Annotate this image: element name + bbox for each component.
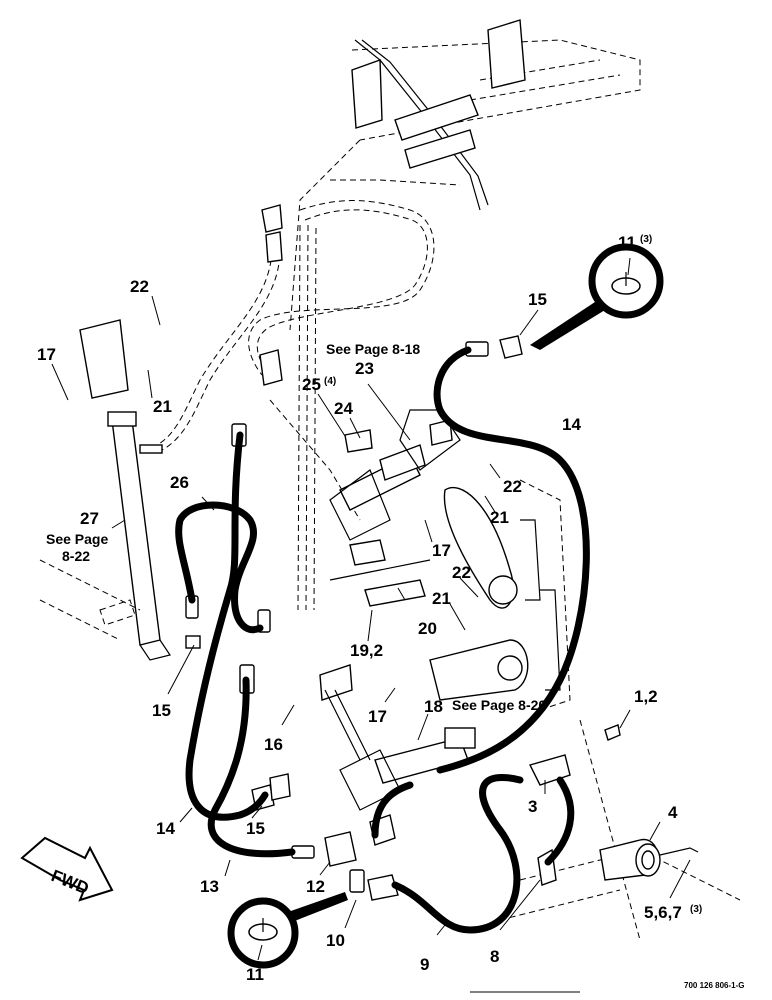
callout-16: 16 xyxy=(264,735,283,754)
callout-21-left: 21 xyxy=(153,397,172,416)
callout-5-6-7: 5,6,7 xyxy=(644,903,682,922)
forward-direction-arrow: FWD xyxy=(20,836,114,902)
callout-10: 10 xyxy=(326,931,345,950)
callout-4: 4 xyxy=(668,803,678,822)
callout-20: 20 xyxy=(418,619,437,638)
dashed-hose-lines xyxy=(149,179,461,611)
hose-14-left xyxy=(185,431,269,821)
callout-1-2: 1,2 xyxy=(634,687,658,706)
leader-lines xyxy=(51,257,691,961)
callout-18: 18 xyxy=(424,697,443,716)
ref-see-page-8-20: See Page 8-20 xyxy=(452,697,546,713)
callout-12: 12 xyxy=(306,877,325,896)
left-cylinder xyxy=(79,319,171,661)
callout-15-top: 15 xyxy=(528,290,547,309)
ref-see-page-8-22-line2: 8-22 xyxy=(62,548,90,564)
reference-planes xyxy=(39,479,741,941)
callout-22-mid: 22 xyxy=(503,477,522,496)
page-references: See Page 8-18 See Page 8-22 See Page 8-2… xyxy=(46,341,546,713)
hose-14-right xyxy=(433,346,590,774)
callout-14-right: 14 xyxy=(562,415,581,434)
callout-9: 9 xyxy=(420,955,429,974)
callout-25-qty: (4) xyxy=(324,376,336,387)
hose-8 xyxy=(544,776,575,866)
callout-17-left: 17 xyxy=(37,345,56,364)
callout-26: 26 xyxy=(170,473,189,492)
callout-24: 24 xyxy=(334,399,353,418)
ref-see-page-8-22-line1: See Page xyxy=(46,531,108,547)
hose-9 xyxy=(391,773,524,934)
figure-code: 700 126 806-1-G xyxy=(684,981,745,990)
callout-25: 25 xyxy=(302,375,321,394)
callout-11-top: 11 xyxy=(618,233,636,252)
callout-22-left: 22 xyxy=(130,277,149,296)
callout-11-top-qty: (3) xyxy=(640,234,652,245)
center-mechanism xyxy=(329,409,461,607)
detail-circle-bottom xyxy=(227,892,348,969)
lower-cylinder xyxy=(319,664,476,811)
callout-19-2: 19,2 xyxy=(350,641,383,660)
callout-5-6-7-qty: (3) xyxy=(690,904,702,915)
hose-upper xyxy=(371,781,414,839)
callout-15-left: 15 xyxy=(152,701,171,720)
callout-17-mid: 17 xyxy=(432,541,451,560)
callout-23: 23 xyxy=(355,359,374,378)
callout-8: 8 xyxy=(490,947,499,966)
hose-13 xyxy=(207,676,296,858)
detail-circle-top xyxy=(530,243,664,350)
ref-see-page-8-18: See Page 8-18 xyxy=(326,341,420,357)
callout-3: 3 xyxy=(528,797,537,816)
callout-21-low: 21 xyxy=(432,589,451,608)
callout-11-bottom: 11 xyxy=(246,965,264,984)
callout-22-low: 22 xyxy=(452,563,471,582)
upper-frame-outline xyxy=(289,19,641,331)
callout-13: 13 xyxy=(200,877,219,896)
right-arm-assemblies xyxy=(429,486,561,701)
callouts: 11 (3) 15 22 17 21 25 (4) 23 24 14 22 21… xyxy=(37,233,702,984)
callout-21-mid: 21 xyxy=(490,508,509,527)
callout-14-left: 14 xyxy=(156,819,175,838)
callout-17-low: 17 xyxy=(368,707,387,726)
callout-27: 27 xyxy=(80,509,99,528)
callout-15-low: 15 xyxy=(246,819,265,838)
hose-26 xyxy=(175,501,264,634)
